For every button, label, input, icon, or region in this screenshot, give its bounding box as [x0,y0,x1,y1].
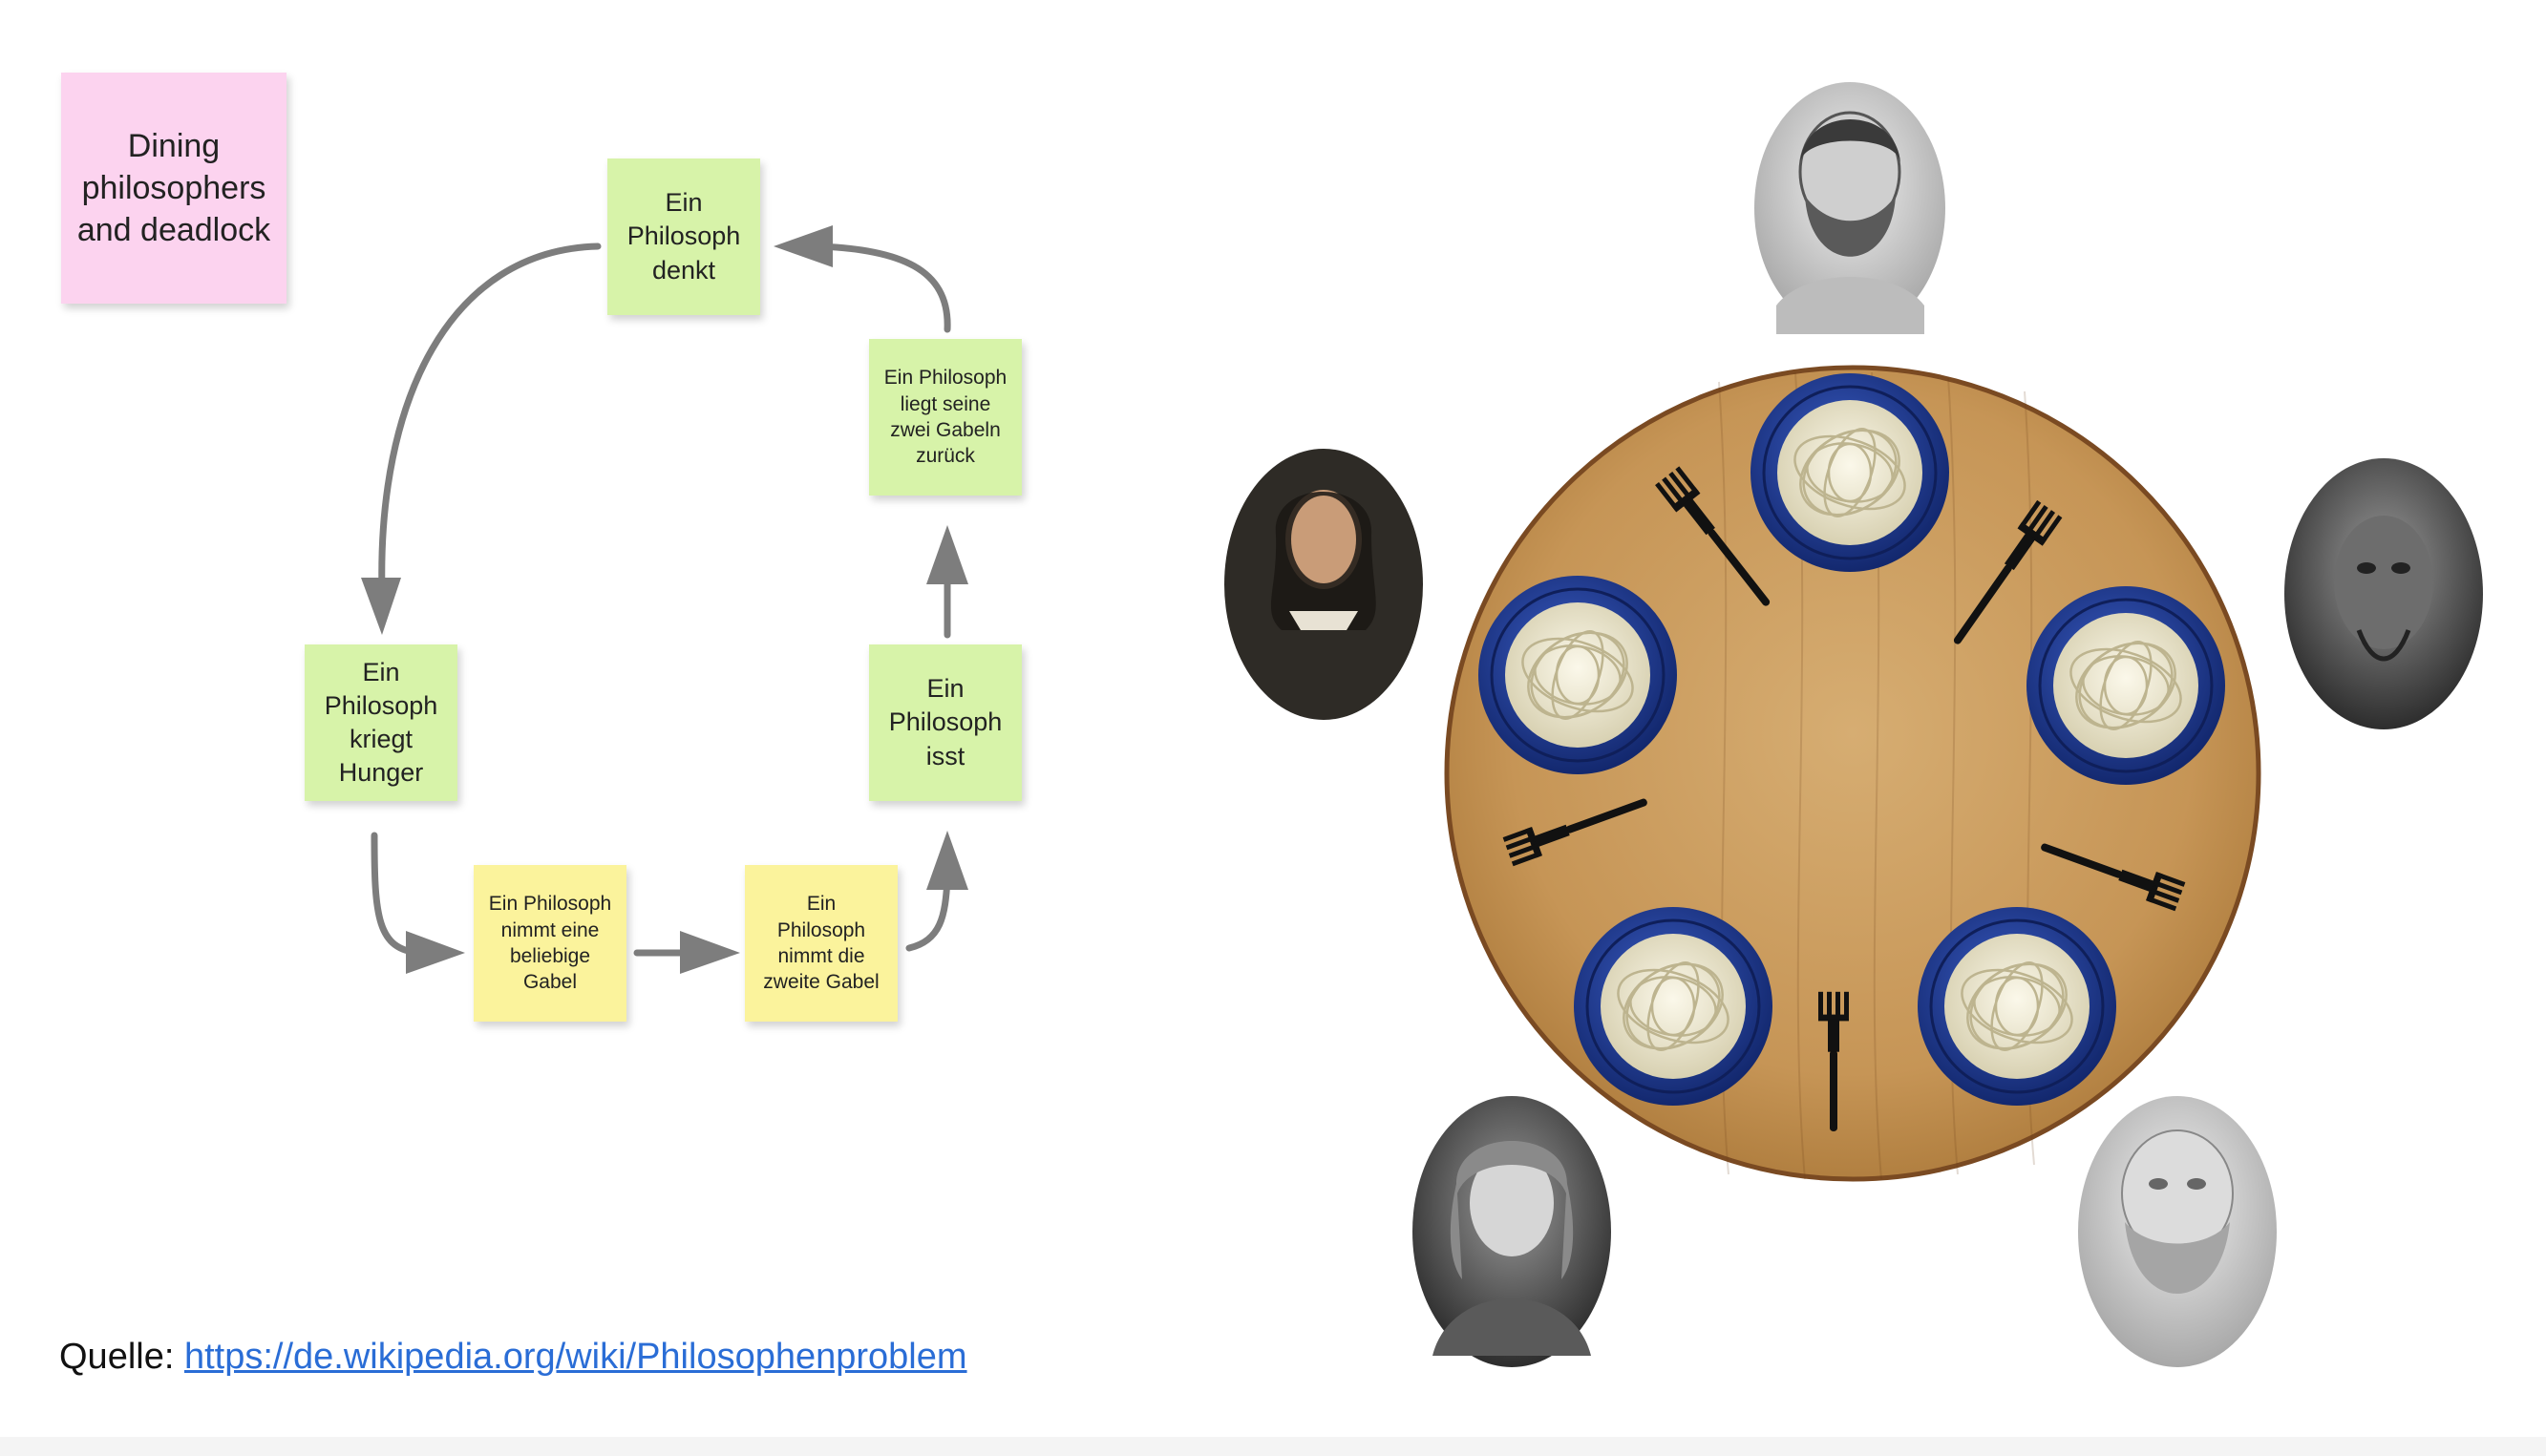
arrow-think-to-hungry-head [361,578,401,635]
plate-left [1478,576,1677,774]
plate-top [1750,373,1949,572]
arrow-put-back-to-think [817,243,951,333]
source-citation: Quelle: https://de.wikipedia.org/wiki/Ph… [59,1337,967,1378]
note-philosopher-takes-any-fork: Ein Philosoph nimmt eine beliebige Gabel [474,865,626,1022]
portrait-left [1224,449,1423,720]
source-label: Quelle: [59,1337,175,1377]
plate-bottom-left [1574,907,1772,1106]
arrow-take-fork-to-second-fork-head [680,931,740,974]
plate-right [2026,586,2225,785]
note-eat-text: Ein Philosoph isst [888,674,1003,770]
note-philosopher-puts-back-forks: Ein Philosoph liegt seine zwei Gabeln zu… [869,339,1022,496]
arrow-hungry-to-take-fork-head [406,931,465,974]
note-hungry-text: Ein Philosoph kriegt Hunger [324,657,438,788]
note-philosopher-eats: Ein Philosoph isst [869,644,1022,801]
arrow-think-to-hungry [378,243,602,596]
arrow-second-fork-to-eat-head [926,831,968,890]
note-put-back-text: Ein Philosoph liegt seine zwei Gabeln zu… [883,367,1008,468]
note-philosopher-thinks: Ein Philosoph denkt [607,158,760,315]
portrait-top [1754,82,1945,334]
note-philosopher-hungry: Ein Philosoph kriegt Hunger [305,644,457,801]
arrow-put-back-to-think-head [774,225,833,267]
portrait-bottom-left [1412,1096,1611,1367]
note-think-text: Ein Philosoph denkt [626,188,741,285]
plate-bottom-right [1918,907,2116,1106]
portrait-bottom-right [2078,1096,2277,1367]
arrow-eat-to-put-back-head [926,525,968,584]
note-take-any-fork-text: Ein Philosoph nimmt eine beliebige Gabel [488,893,612,994]
title-note-text: Dining philosophers and deadlock [76,127,271,249]
portrait-right [2284,458,2483,729]
source-link[interactable]: https://de.wikipedia.org/wiki/Philosophe… [183,1337,967,1377]
title-sticky-note: Dining philosophers and deadlock [61,73,286,304]
note-philosopher-takes-second-fork: Ein Philosoph nimmt die zweite Gabel [745,865,898,1022]
cycle-arrows [361,225,968,974]
footer-band [0,1437,2546,1456]
note-take-second-fork-text: Ein Philosoph nimmt die zweite Gabel [763,893,880,994]
